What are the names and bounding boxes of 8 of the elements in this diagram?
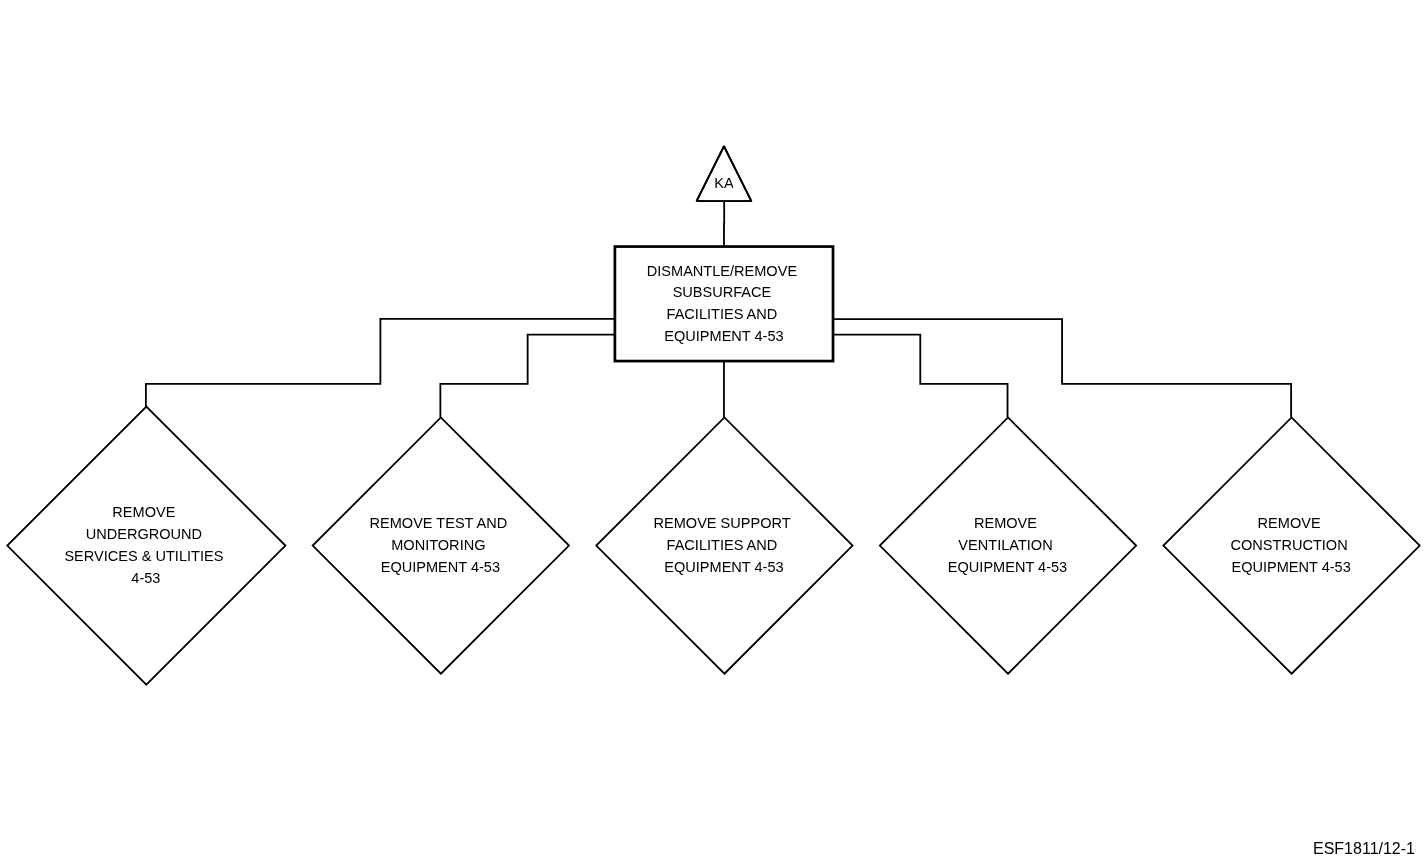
node-box: DISMANTLE/REMOVE SUBSURFACE FACILITIES AND EQUIPMENT 4-53 (613, 244, 835, 362)
node-diamond: REMOVE CONSTRUCTION EQUIPMENT 4-53 (1162, 415, 1421, 675)
connector (723, 200, 726, 247)
node-diamond: REMOVE VENTILATION EQUIPMENT 4-53 (878, 415, 1138, 675)
node-diamond: REMOVE SUPPORT FACILITIES AND EQUIPMENT 4-53 (594, 415, 854, 675)
node-diamond: REMOVE TEST AND MONITORING EQUIPMENT 4-53 (311, 415, 571, 675)
node-diamond: REMOVE UNDERGROUND SERVICES & UTILITIES 4-53 (6, 404, 287, 686)
figure-code: ESF1811/12-1 (1313, 840, 1415, 858)
